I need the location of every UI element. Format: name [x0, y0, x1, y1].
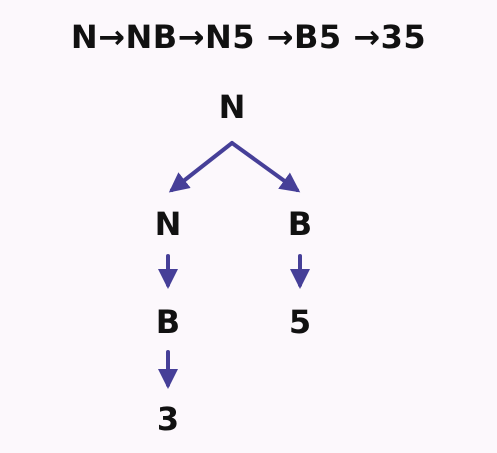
tree-node-left-grandchild: B: [155, 303, 181, 341]
edge-root-to-left: [168, 141, 234, 193]
tree-node-left-child: N: [154, 205, 182, 243]
derivation-sequence: N→NB→N5 →B5 →35: [70, 18, 427, 56]
tree-node-right-child: B: [287, 205, 313, 243]
tree-node-root: N: [218, 88, 246, 126]
tree-node-left-leaf: 3: [156, 400, 180, 438]
edge-root-to-right: [230, 141, 301, 193]
tree-node-right-grandchild: 5: [288, 303, 312, 341]
